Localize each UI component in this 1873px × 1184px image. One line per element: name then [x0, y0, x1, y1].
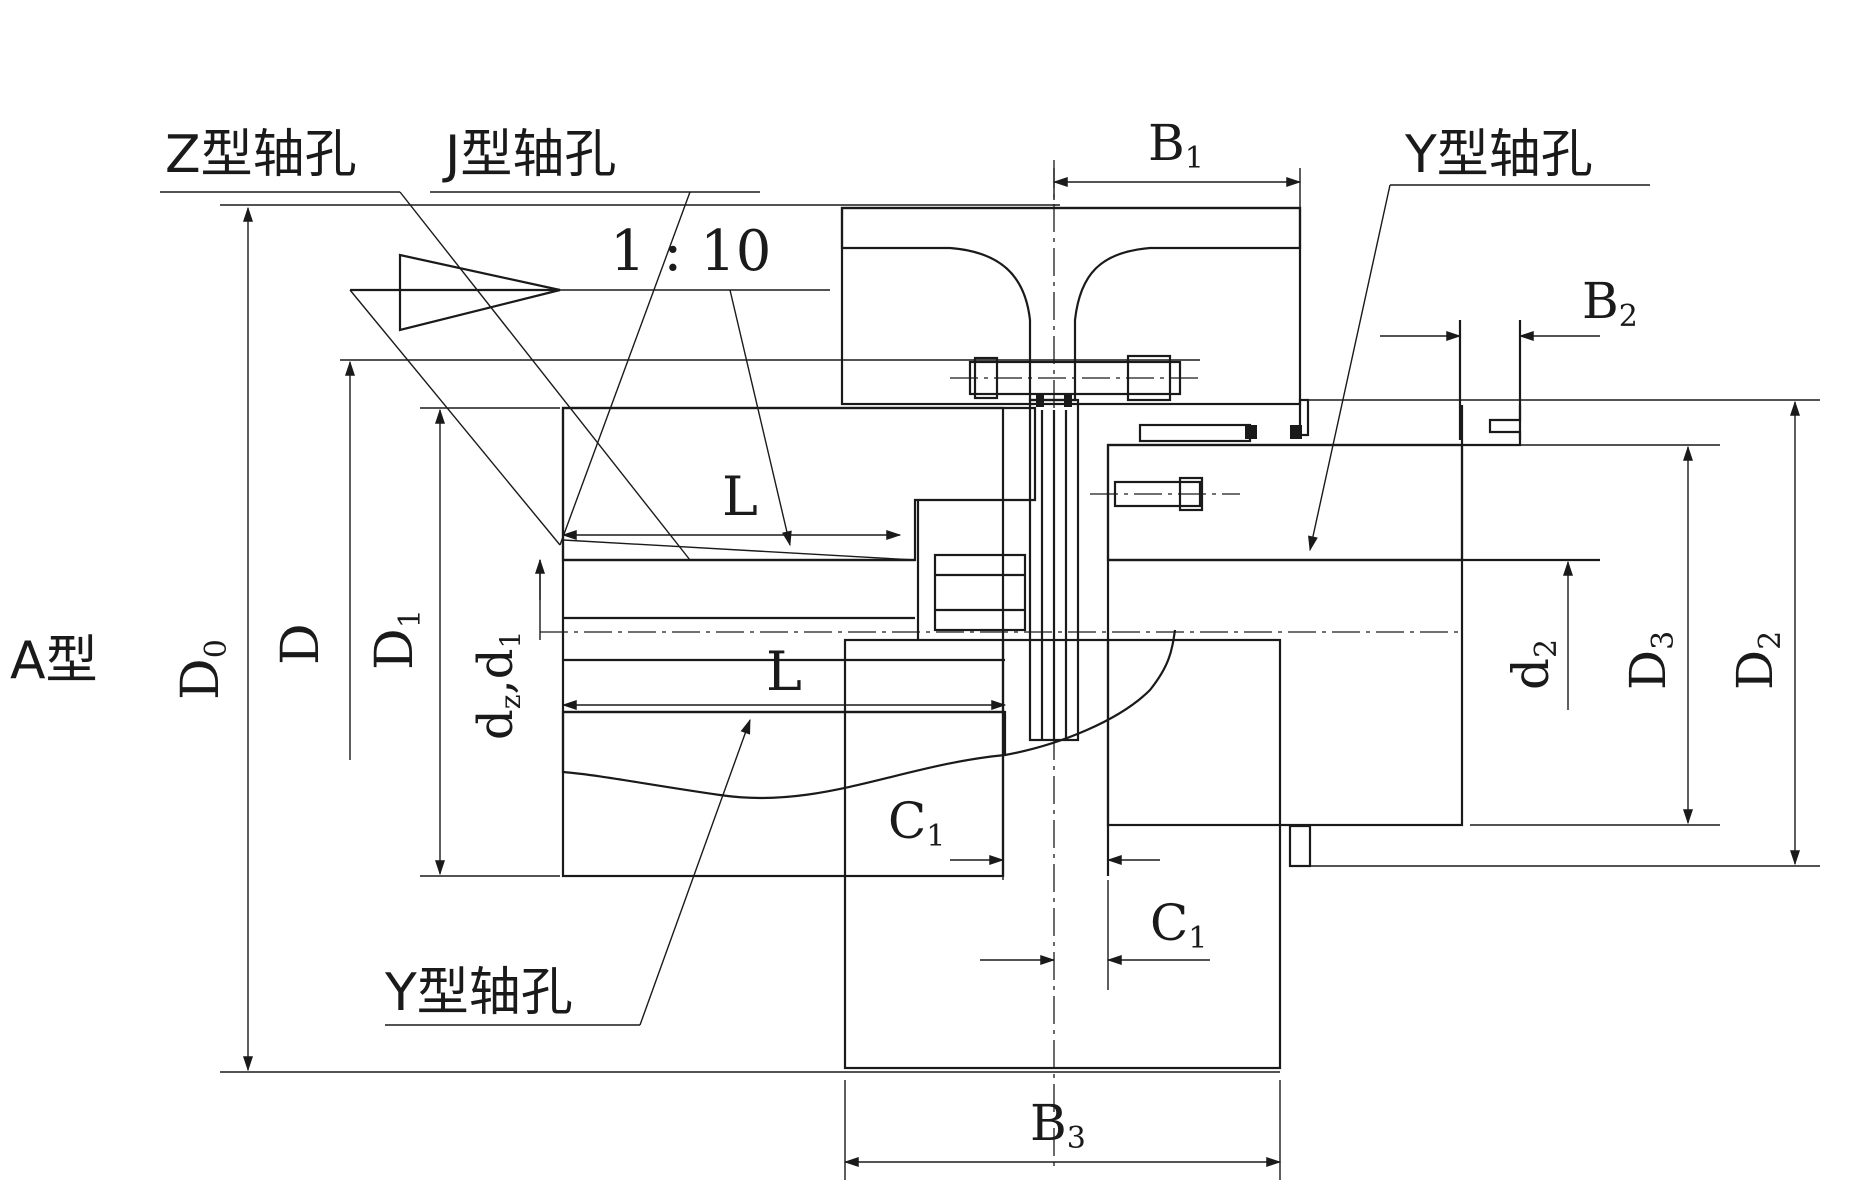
left-hub-upper-section [561, 406, 1037, 562]
left-hub [561, 406, 1037, 878]
label-l-lower: L [766, 640, 802, 703]
label-b2: B2 [1582, 272, 1638, 334]
label-j-bore: J型轴孔 [442, 125, 616, 185]
right-hub-section [1106, 443, 1464, 562]
leader-lines [160, 184, 1650, 1026]
label-dz-d1: dz,d1 [468, 631, 527, 740]
label-y-bore-right: Y型轴孔 [1404, 125, 1593, 185]
flange-ring [840, 206, 1302, 402]
right-hub [1090, 320, 1600, 868]
label-d0: D0 [171, 639, 234, 700]
dimension-lines [243, 177, 1800, 1167]
flange-assembly [840, 206, 1310, 757]
label-y-bore-bottom: Y型轴孔 [384, 963, 573, 1023]
label-c1-left: C1 [888, 792, 945, 854]
label-d2-big: D2 [1726, 631, 1788, 690]
label-b1: B1 [1148, 114, 1204, 176]
label-b3: B3 [1030, 1094, 1086, 1156]
pin-nut [933, 553, 1027, 632]
extension-lines [220, 168, 1820, 1180]
label-taper: 1 : 10 [610, 219, 771, 284]
label-d3: D3 [1619, 631, 1681, 690]
right-hub-outline [1106, 443, 1464, 827]
spacer-block [843, 638, 1282, 1070]
left-hub-lower-section [561, 710, 1007, 800]
label-c1-right: C1 [1150, 894, 1207, 956]
label-type-a: A型 [10, 631, 98, 691]
label-d2-small: d2 [1502, 639, 1564, 690]
label-d1-big: D1 [365, 609, 428, 670]
label-l-upper: L [722, 465, 758, 528]
taper-symbol [398, 253, 561, 332]
label-d: D [271, 623, 331, 665]
label-z-bore: Z型轴孔 [165, 125, 357, 185]
